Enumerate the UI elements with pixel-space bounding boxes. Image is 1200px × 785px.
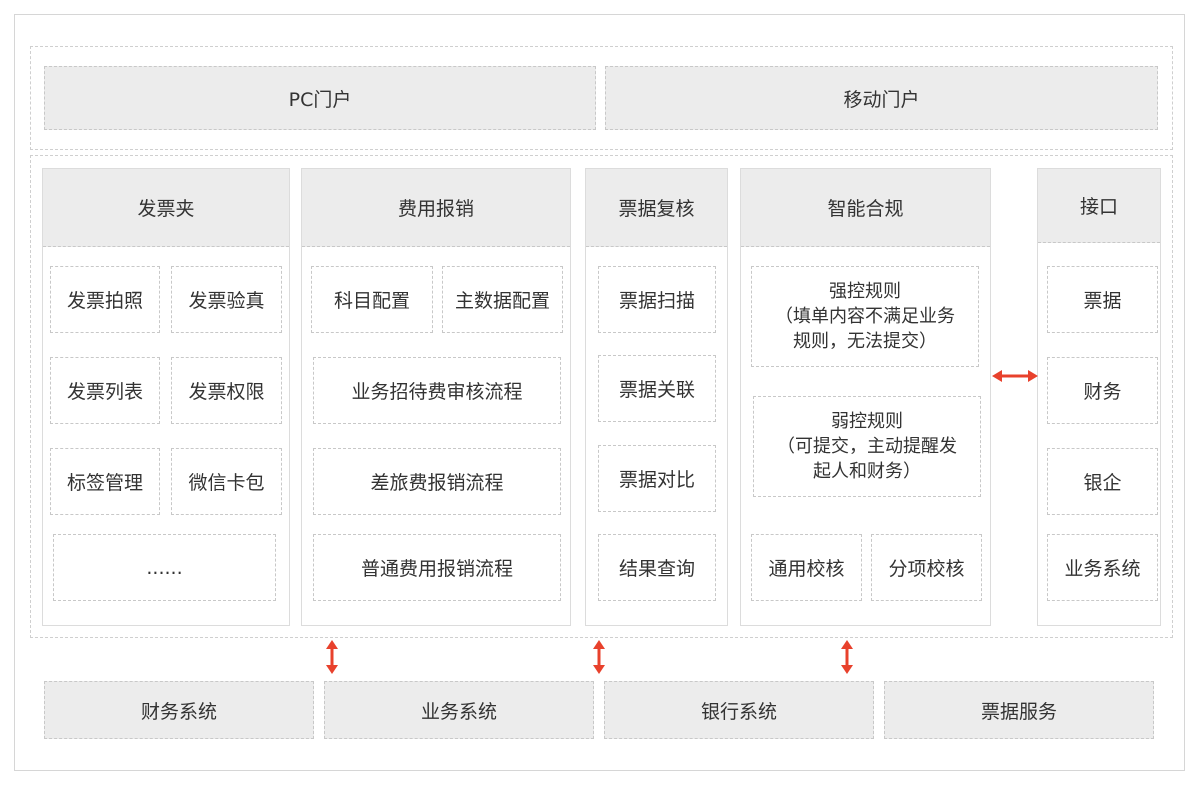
invoice-list: 发票列表 bbox=[50, 357, 160, 424]
bill-service: 票据服务 bbox=[884, 681, 1154, 739]
invoice-verify: 发票验真 bbox=[171, 266, 282, 333]
strong-rule-desc-2: 规则，无法提交） bbox=[793, 331, 937, 352]
horizontal-bidirectional-arrow-icon bbox=[992, 370, 1038, 382]
bill-review-title: 票据复核 bbox=[586, 169, 727, 247]
mobile-portal: 移动门户 bbox=[605, 66, 1158, 130]
finance-system: 财务系统 bbox=[44, 681, 314, 739]
subject-config: 科目配置 bbox=[311, 266, 433, 333]
interface-bills: 票据 bbox=[1047, 266, 1158, 333]
bill-link: 票据关联 bbox=[598, 355, 716, 422]
vertical-bidirectional-arrow-icon bbox=[326, 640, 338, 674]
entertainment-flow: 业务招待费审核流程 bbox=[313, 357, 561, 424]
invoice-photo: 发票拍照 bbox=[50, 266, 160, 333]
interface-bank: 银企 bbox=[1047, 448, 1158, 515]
item-check: 分项校核 bbox=[871, 534, 982, 601]
portal-group bbox=[30, 46, 1173, 150]
strong-control-rules: 强控规则 （填单内容不满足业务 规则，无法提交） bbox=[751, 266, 979, 367]
business-system: 业务系统 bbox=[324, 681, 594, 739]
travel-flow: 差旅费报销流程 bbox=[313, 448, 561, 515]
compliance-title: 智能合规 bbox=[741, 169, 990, 247]
bill-scan: 票据扫描 bbox=[598, 266, 716, 333]
strong-rule-desc-1: （填单内容不满足业务 bbox=[775, 306, 955, 327]
weak-rule-title: 弱控规则 bbox=[831, 411, 903, 432]
expense-title: 费用报销 bbox=[302, 169, 570, 247]
tag-management: 标签管理 bbox=[50, 448, 160, 515]
strong-rule-title: 强控规则 bbox=[829, 281, 901, 302]
invoice-more: ...... bbox=[53, 534, 276, 601]
weak-rule-desc-1: （可提交，主动提醒发 bbox=[777, 436, 957, 457]
invoice-folder-title: 发票夹 bbox=[43, 169, 289, 247]
invoice-permission: 发票权限 bbox=[171, 357, 282, 424]
general-expense-flow: 普通费用报销流程 bbox=[313, 534, 561, 601]
module-group bbox=[30, 155, 1173, 638]
bank-system: 银行系统 bbox=[604, 681, 874, 739]
master-data-config: 主数据配置 bbox=[442, 266, 563, 333]
pc-portal: PC门户 bbox=[44, 66, 596, 130]
interface-finance: 财务 bbox=[1047, 357, 1158, 424]
bill-compare: 票据对比 bbox=[598, 445, 716, 512]
wechat-card: 微信卡包 bbox=[171, 448, 282, 515]
interface-business: 业务系统 bbox=[1047, 534, 1158, 601]
diagram-frame bbox=[14, 14, 1185, 771]
result-query: 结果查询 bbox=[598, 534, 716, 601]
weak-control-rules: 弱控规则 （可提交，主动提醒发 起人和财务） bbox=[753, 396, 981, 497]
general-check: 通用校核 bbox=[751, 534, 862, 601]
vertical-bidirectional-arrow-icon bbox=[593, 640, 605, 674]
vertical-bidirectional-arrow-icon bbox=[841, 640, 853, 674]
interface-title: 接口 bbox=[1038, 169, 1160, 243]
weak-rule-desc-2: 起人和财务） bbox=[813, 461, 921, 482]
